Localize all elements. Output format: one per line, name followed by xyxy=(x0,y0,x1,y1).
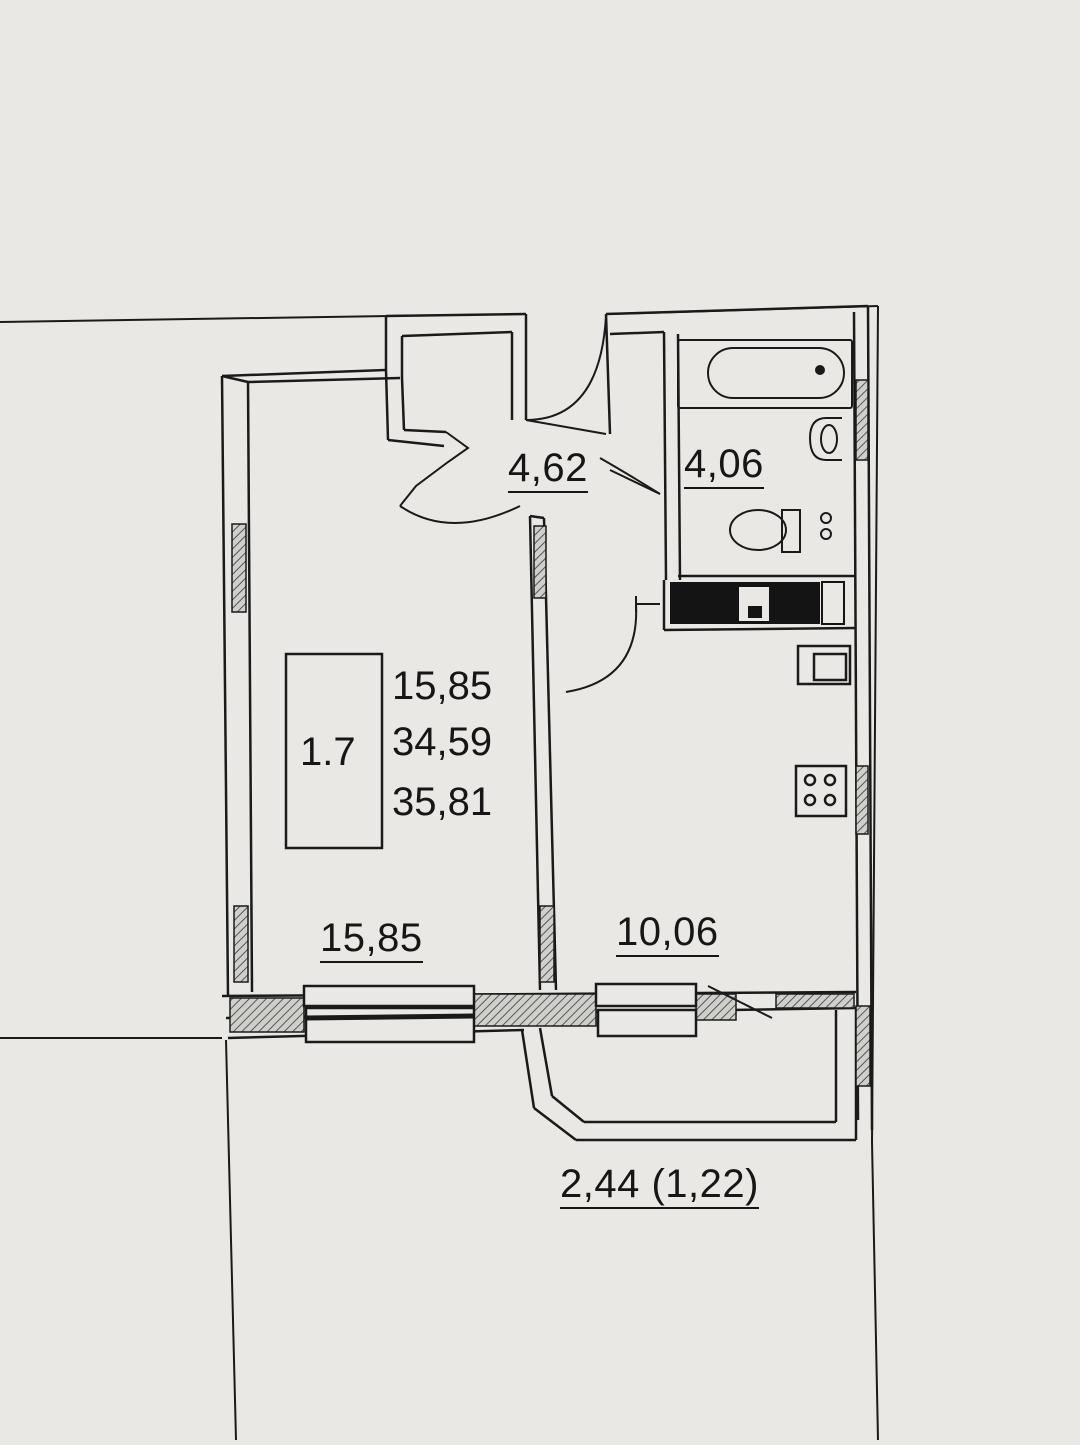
kitchen-area-label: 10,06 xyxy=(616,912,719,957)
total-area-summary: 34,59 xyxy=(392,720,493,764)
bathroom-area-label: 4,06 xyxy=(684,444,764,489)
washbasin xyxy=(808,417,842,461)
stove xyxy=(794,764,848,818)
hall-area-label: 4,62 xyxy=(508,448,588,493)
sink-unit xyxy=(796,644,852,686)
windows xyxy=(302,982,773,1044)
bathtub xyxy=(677,339,853,409)
apartment-number-box xyxy=(284,652,384,850)
living-area-summary: 15,85 xyxy=(392,664,493,708)
living-room-area-label: 15,85 xyxy=(320,918,423,963)
toilet xyxy=(729,509,832,553)
apartment-number: 1.7 xyxy=(300,730,356,774)
walls xyxy=(220,304,874,1142)
kitchen-counter xyxy=(670,581,845,625)
total-area-with-balcony-summary: 35,81 xyxy=(392,780,493,824)
wall-hatches xyxy=(229,379,871,1087)
doors xyxy=(399,315,661,693)
balcony-area-label: 2,44 (1,22) xyxy=(560,1164,759,1209)
